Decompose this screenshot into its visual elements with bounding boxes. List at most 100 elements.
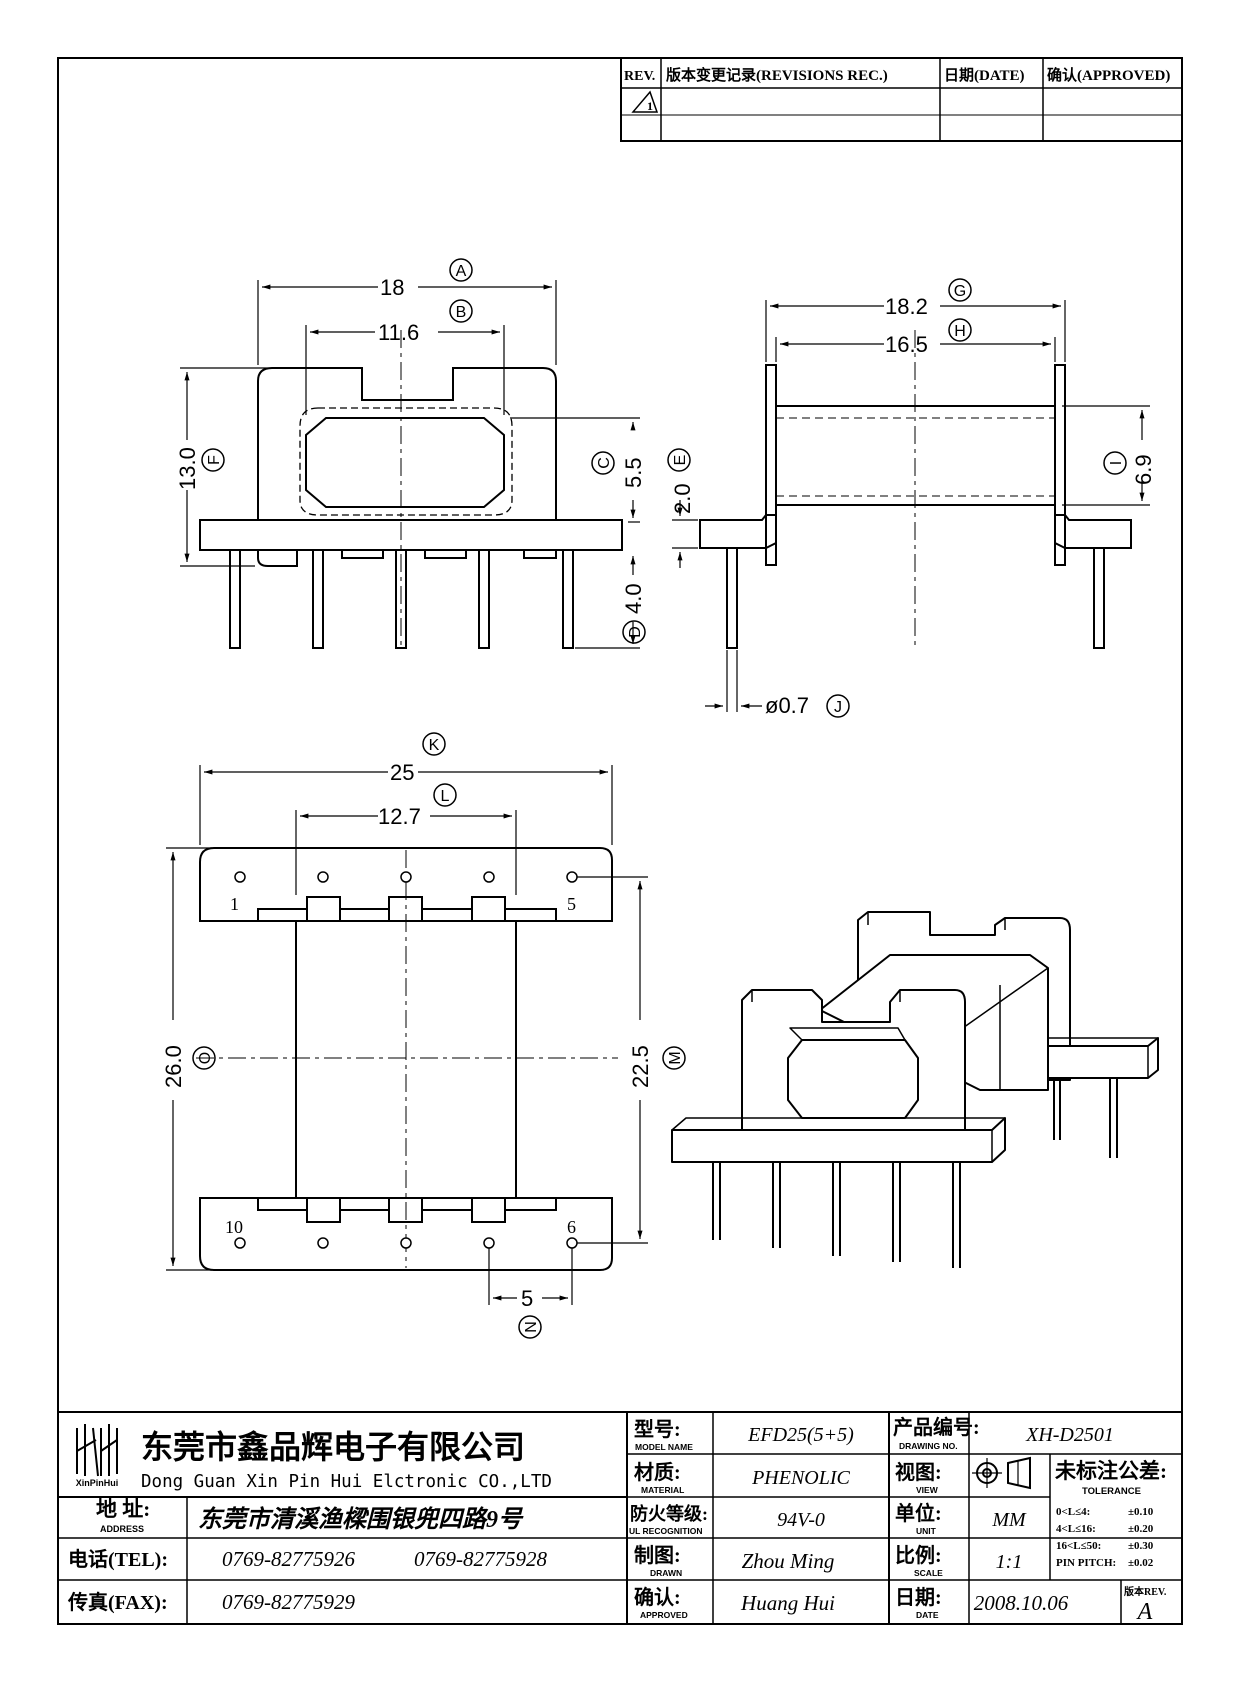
rev-label: 版本REV.	[1124, 1585, 1167, 1598]
dim-g-value: 18.2	[885, 294, 928, 319]
sheet-border	[57, 57, 1183, 1625]
tolerance-row-2-range: 4<L≤16:	[1056, 1523, 1096, 1535]
svg-text:C: C	[596, 457, 613, 469]
flame-value: 94V-0	[777, 1509, 825, 1531]
revision-triangle-icon: 1	[631, 90, 659, 113]
drawing-no-label-en: DRAWING NO.	[899, 1441, 958, 1451]
model-value: EFD25(5+5)	[747, 1424, 854, 1446]
dim-o-value: 26.0	[161, 1045, 186, 1088]
flame-label-en: UL RECOGNITION	[629, 1526, 703, 1536]
drawn-value: Zhou Ming	[742, 1549, 835, 1573]
pin-5-label: 5	[567, 894, 576, 914]
tolerance-label: 未标注公差:	[1055, 1459, 1167, 1483]
svg-text:B: B	[456, 304, 467, 321]
dim-b-value: 11.6	[378, 320, 419, 345]
dim-k-value: 25	[390, 760, 414, 785]
company-name-cn: 东莞市鑫品辉电子有限公司	[141, 1429, 525, 1465]
dim-e-marker: E	[667, 448, 691, 472]
model-label: 型号:	[634, 1418, 681, 1441]
svg-text:1: 1	[647, 99, 653, 113]
dim-c-value: 5.5	[621, 457, 646, 488]
svg-text:K: K	[429, 737, 440, 754]
company-logo: XinPinHui	[76, 1424, 118, 1488]
svg-text:L: L	[441, 788, 450, 805]
side-view-labels: 18.2 G 16.5 H 6.9 I 2.0 E ø0.7 J	[667, 278, 1156, 718]
dim-j-marker: J	[826, 694, 850, 718]
dim-h-marker: H	[948, 318, 972, 342]
date-label: 日期:	[895, 1586, 942, 1609]
material-label: 材质:	[634, 1461, 681, 1484]
dim-i-marker: I	[1103, 451, 1127, 475]
title-block: XinPinHui 东莞市鑫品辉电子有限公司 Dong Guan Xin Pin…	[57, 1411, 1183, 1625]
tolerance-row-4-range: PIN PITCH:	[1056, 1557, 1116, 1569]
front-view-dimensions	[180, 280, 640, 649]
front-view-labels: 18 A 11.6 B 13.0 F 5.5 C 4.0 D	[175, 258, 646, 644]
pin-holes	[234, 871, 578, 1249]
revision-table: REV. 版本变更记录(REVISIONS REC.) 日期(DATE) 确认(…	[620, 57, 1183, 142]
drawn-label-en: DRAWN	[650, 1568, 682, 1578]
svg-text:J: J	[834, 699, 842, 716]
tolerance-row-1-value: ±0.10	[1128, 1506, 1154, 1518]
isometric-view	[671, 911, 1159, 1268]
dim-k-marker: K	[422, 732, 446, 756]
bottom-view-dimensions	[166, 765, 648, 1305]
dim-e-value: 2.0	[670, 483, 695, 514]
bottom-view	[196, 847, 618, 1271]
tel-label: 电话(TEL):	[68, 1548, 168, 1571]
view-label: 视图:	[895, 1461, 942, 1484]
company-name-en: Dong Guan Xin Pin Hui Elctronic CO.,LTD	[141, 1472, 552, 1492]
dim-i-value: 6.9	[1131, 454, 1156, 485]
dim-f-marker: F	[201, 448, 225, 472]
scale-value: 1:1	[996, 1551, 1023, 1573]
front-view	[199, 330, 623, 650]
svg-text:M: M	[667, 1051, 684, 1064]
approved-header: 确认(APPROVED)	[1047, 66, 1170, 84]
date-value: 2008.10.06	[974, 1591, 1069, 1615]
drawn-label: 制图:	[634, 1544, 681, 1567]
dim-b-marker: B	[449, 299, 473, 323]
tolerance-row-3-value: ±0.30	[1128, 1540, 1154, 1552]
tolerance-row-2-value: ±0.20	[1128, 1523, 1154, 1535]
flame-label: 防火等级:	[630, 1503, 708, 1524]
drawing-no-value: XH-D2501	[1025, 1424, 1114, 1446]
dim-l-value: 12.7	[378, 804, 421, 829]
svg-text:I: I	[1108, 461, 1125, 465]
dim-d-value: 4.0	[621, 583, 646, 614]
rev-header: REV.	[624, 69, 655, 84]
svg-text:G: G	[954, 283, 966, 300]
dim-l-marker: L	[433, 783, 457, 807]
tolerance-row-3-range: 16<L≤50:	[1056, 1540, 1101, 1552]
fax-label: 传真(FAX):	[67, 1590, 168, 1614]
dim-a-value: 18	[380, 275, 404, 300]
side-view	[699, 330, 1132, 650]
rev-value: A	[1136, 1599, 1153, 1625]
material-value: PHENOLIC	[751, 1467, 850, 1489]
dim-j-value: ø0.7	[765, 693, 809, 718]
scale-label: 比例:	[895, 1543, 942, 1567]
unit-label-en: UNIT	[916, 1526, 937, 1536]
side-view-dimensions	[672, 300, 1150, 712]
pin-1-label: 1	[230, 894, 239, 914]
material-label-en: MATERIAL	[641, 1485, 684, 1495]
pin-6-label: 6	[567, 1217, 576, 1237]
svg-text:N: N	[523, 1321, 540, 1333]
fax-value: 0769-82775929	[222, 1590, 355, 1614]
dim-n-value: 5	[521, 1286, 533, 1311]
dim-c-marker: C	[591, 451, 615, 475]
address-value: 东莞市清溪渔樑围银兜四路9号	[198, 1506, 524, 1533]
pin-10-label: 10	[225, 1217, 243, 1237]
revision-record-header: 版本变更记录(REVISIONS REC.)	[666, 66, 888, 84]
address-label: 地 址:	[96, 1497, 150, 1521]
tel-2: 0769-82775928	[414, 1547, 547, 1571]
svg-text:H: H	[954, 323, 966, 340]
dim-m-marker: M	[662, 1046, 686, 1070]
dim-n-marker: N	[518, 1315, 542, 1339]
dim-o-marker: O	[192, 1046, 216, 1070]
tolerance-table: 0<L≤4: ±0.10 4<L≤16: ±0.20 16<L≤50: ±0.3…	[1056, 1506, 1154, 1569]
tolerance-label-en: TOLERANCE	[1082, 1486, 1141, 1497]
approved-value: Huang Hui	[740, 1591, 835, 1615]
svg-text:A: A	[456, 263, 467, 280]
svg-text:E: E	[672, 455, 689, 466]
dim-a-marker: A	[449, 258, 473, 282]
pin-numbers: 1 5 10 6	[225, 894, 576, 1237]
